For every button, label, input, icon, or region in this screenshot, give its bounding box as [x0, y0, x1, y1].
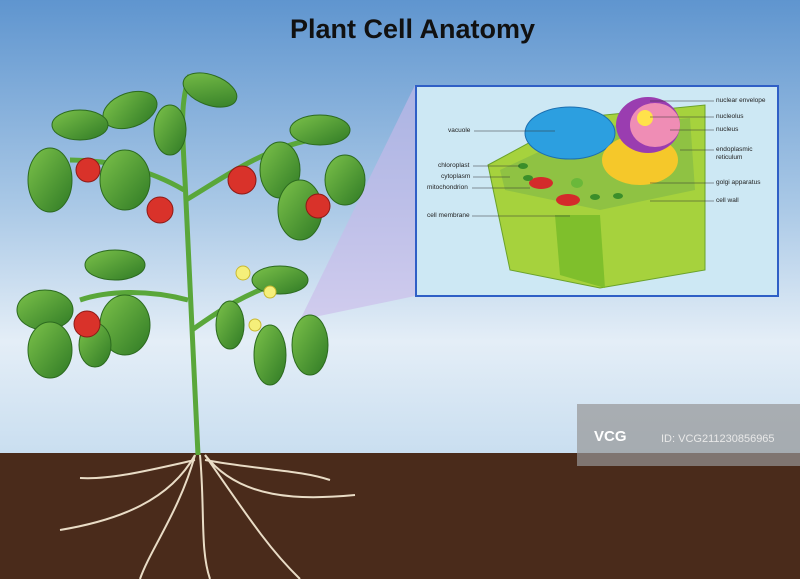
watermark: VCG ID: VCG211230856965: [577, 404, 800, 466]
label-endoplasmic-reticulum: endoplasmic reticulum: [716, 146, 753, 161]
label-mitochondrion: mitochondrion: [427, 184, 468, 191]
watermark-id: ID: VCG211230856965: [661, 433, 775, 445]
label-nuclear-envelope: nuclear envelope: [716, 97, 766, 104]
leaves: [16, 72, 366, 386]
watermark-logo: VCG: [594, 428, 627, 445]
cell-inset: [415, 85, 779, 297]
label-chloroplast: chloroplast: [438, 162, 470, 169]
label-nucleus: nucleus: [716, 126, 739, 133]
flowers: [235, 265, 277, 332]
label-cell-membrane: cell membrane: [427, 212, 470, 219]
page-title: Plant Cell Anatomy: [289, 14, 536, 44]
tomatoes: [73, 157, 331, 338]
label-nucleolus: nucleolus: [716, 113, 744, 120]
roots: [59, 454, 356, 579]
label-golgi-apparatus: golgi apparatus: [716, 179, 761, 186]
label-cell-wall: cell wall: [716, 197, 739, 204]
zoom-beam: [300, 85, 415, 320]
label-cytoplasm: cytoplasm: [441, 173, 471, 180]
label-vacuole: vacuole: [448, 127, 471, 134]
